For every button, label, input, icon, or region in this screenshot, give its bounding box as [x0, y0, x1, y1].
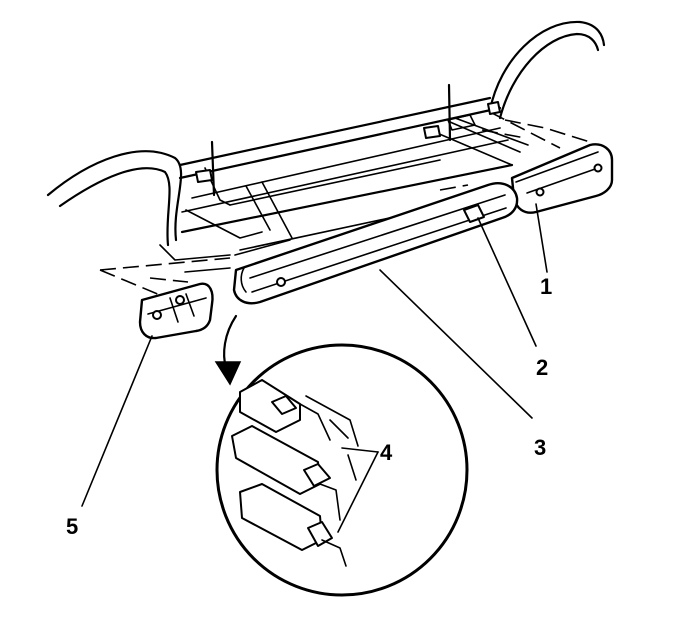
- callout-5: 5: [66, 514, 78, 539]
- retainer-clip: [463, 204, 485, 223]
- callout-3: 3: [534, 435, 546, 460]
- leader-2: [477, 217, 537, 347]
- right-end-cap: [510, 143, 614, 214]
- detail-clips: [231, 379, 359, 567]
- roof-arch-lines: [46, 20, 606, 247]
- leader-4b: [337, 451, 379, 533]
- callout-1: 1: [540, 274, 552, 299]
- callout-4: 4: [380, 440, 393, 465]
- assembly-guide-lines: [99, 111, 591, 296]
- leader-1: [535, 203, 548, 273]
- detail-arrow: [214, 314, 242, 386]
- panel-fastener-tabs: [195, 101, 501, 183]
- leader-4a: [341, 447, 379, 453]
- leader-3: [379, 269, 533, 419]
- callout-2: 2: [536, 355, 548, 380]
- leader-5: [81, 335, 153, 507]
- leader-lines: [81, 203, 548, 533]
- left-end-cap: [138, 282, 214, 340]
- center-molding: [232, 182, 519, 305]
- detail-magnifier: [215, 343, 469, 597]
